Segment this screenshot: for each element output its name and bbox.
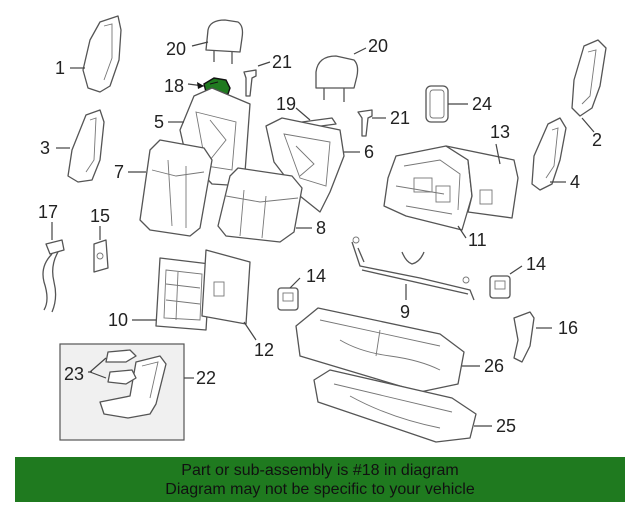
info-banner: Part or sub-assembly is #18 in diagram D… — [15, 457, 625, 502]
callout-3: 3 — [40, 138, 50, 158]
callout-11: 11 — [468, 230, 487, 250]
part-16-bracket — [513, 311, 535, 363]
part-11-seat-frame — [383, 145, 473, 231]
callout-13: 13 — [490, 122, 510, 142]
callout-6: 6 — [364, 142, 374, 162]
callout-17: 17 — [38, 202, 58, 222]
inset-box — [59, 343, 185, 441]
callout-18: 18 — [164, 76, 184, 96]
part-20-headrest-right — [315, 55, 359, 102]
callout-25: 25 — [496, 416, 516, 436]
part-14-bracket-left — [277, 287, 299, 311]
part-20-headrest-left — [205, 19, 244, 64]
callout-8: 8 — [316, 218, 326, 238]
callout-5: 5 — [154, 112, 164, 132]
part-7-seatback-cushion — [139, 139, 213, 237]
callout-2: 2 — [592, 130, 602, 150]
callout-21-right: 21 — [390, 108, 410, 128]
callout-12: 12 — [254, 340, 274, 360]
part-6-seatback-frame — [265, 117, 345, 213]
banner-line-2: Diagram may not be specific to your vehi… — [165, 481, 475, 498]
callout-4: 4 — [570, 172, 580, 192]
callout-9: 9 — [400, 302, 410, 322]
part-4-side-bolster — [531, 117, 567, 191]
part-8-seatback-cushion — [217, 167, 303, 243]
part-15-bracket — [93, 239, 109, 273]
part-2-side-bolster — [571, 39, 607, 117]
callout-21-left: 21 — [272, 52, 292, 72]
callout-20-left: 20 — [166, 39, 186, 59]
callout-24: 24 — [472, 94, 492, 114]
part-21-guide-right — [357, 109, 373, 137]
part-21-guide-left — [243, 69, 257, 97]
callout-22: 22 — [196, 368, 216, 388]
part-14-bracket-right — [489, 275, 511, 299]
part-1-side-bolster — [82, 15, 122, 93]
callout-7: 7 — [114, 162, 124, 182]
part-10-seatback-frame — [155, 257, 211, 331]
callout-16: 16 — [558, 318, 578, 338]
part-26-seat-cushion — [295, 307, 465, 393]
callout-20-right: 20 — [368, 36, 388, 56]
callout-15: 15 — [90, 206, 110, 226]
parts-diagram: 1 3 20 21 18 5 7 — [38, 15, 607, 443]
callout-10: 10 — [108, 310, 128, 330]
callout-14-right: 14 — [526, 254, 546, 274]
banner-line-1: Part or sub-assembly is #18 in diagram — [181, 462, 459, 479]
part-12-back-panel — [201, 249, 251, 325]
part-24-bezel — [425, 85, 449, 123]
part-3-side-bolster — [67, 109, 105, 183]
callout-26: 26 — [484, 356, 504, 376]
callout-23: 23 — [64, 364, 84, 384]
callout-14-left: 14 — [306, 266, 326, 286]
part-25-seat-frame — [313, 369, 477, 443]
callout-1: 1 — [55, 58, 65, 78]
part-9-crossbar — [351, 236, 475, 301]
part-17-cable — [42, 239, 65, 313]
callout-19: 19 — [276, 94, 296, 114]
